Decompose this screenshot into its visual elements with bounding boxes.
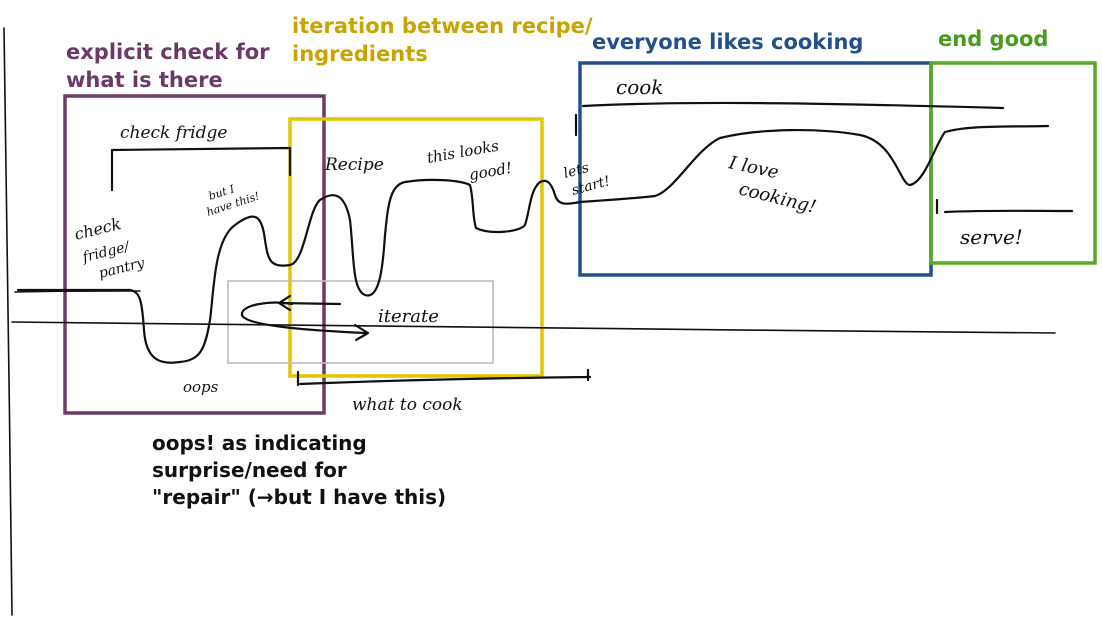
hw-what-to-cook: what to cook (352, 395, 463, 415)
what-to-cook-tick (296, 368, 590, 387)
check-fridge-bracket (110, 146, 292, 192)
yellow-box (288, 117, 544, 378)
label-end-good-line1: end good (938, 27, 1049, 51)
cook-line (581, 101, 1005, 110)
baseline-lower (11, 321, 1056, 334)
hw-cooking: cooking! (737, 178, 819, 217)
label-explicit-check-line2: what is there (66, 68, 223, 92)
hw-cook: cook (616, 75, 663, 99)
oops-note-line1: oops! as indicating (152, 431, 367, 455)
hw-check-line1: check (72, 214, 123, 244)
oops-note-line3: "repair" (→but I have this) (152, 485, 447, 509)
label-iteration: iteration between recipe/ ingredients (292, 12, 593, 68)
purple-box (63, 94, 326, 415)
label-explicit-check-line1: explicit check for (66, 40, 270, 64)
label-explicit-check: explicit check for what is there (66, 38, 270, 94)
hw-good: good! (468, 159, 514, 184)
hw-lets: lets (562, 160, 591, 182)
hw-check-fridge: check fridge (120, 123, 227, 143)
serve-line (943, 209, 1074, 214)
green-box (929, 61, 1097, 265)
oops-note-line2: surprise/need for (152, 458, 347, 482)
iterate-arrowhead-left (277, 294, 342, 312)
left-axis-line (3, 27, 13, 616)
journey-curve (16, 124, 1050, 364)
hw-serve: serve! (960, 225, 1023, 249)
gray-iterate-box (227, 280, 494, 364)
label-everyone-likes: everyone likes cooking (592, 28, 863, 56)
iterate-arrowhead-right (353, 323, 370, 342)
label-iteration-line2: ingredients (292, 42, 428, 66)
hw-oops: oops (183, 378, 219, 396)
iterate-loop-arrow (240, 301, 367, 335)
label-everyone-likes-line1: everyone likes cooking (592, 30, 864, 54)
hw-recipe: Recipe (324, 155, 384, 175)
baseline-upper (14, 290, 141, 293)
label-iteration-line1: iteration between recipe/ (292, 14, 593, 38)
oops-note: oops! as indicating surprise/need for "r… (152, 430, 446, 511)
hw-iterate: iterate (378, 306, 439, 327)
what-to-cook-line (298, 375, 592, 386)
hw-i-love: I love (726, 152, 780, 183)
label-end-good: end good (938, 25, 1048, 53)
